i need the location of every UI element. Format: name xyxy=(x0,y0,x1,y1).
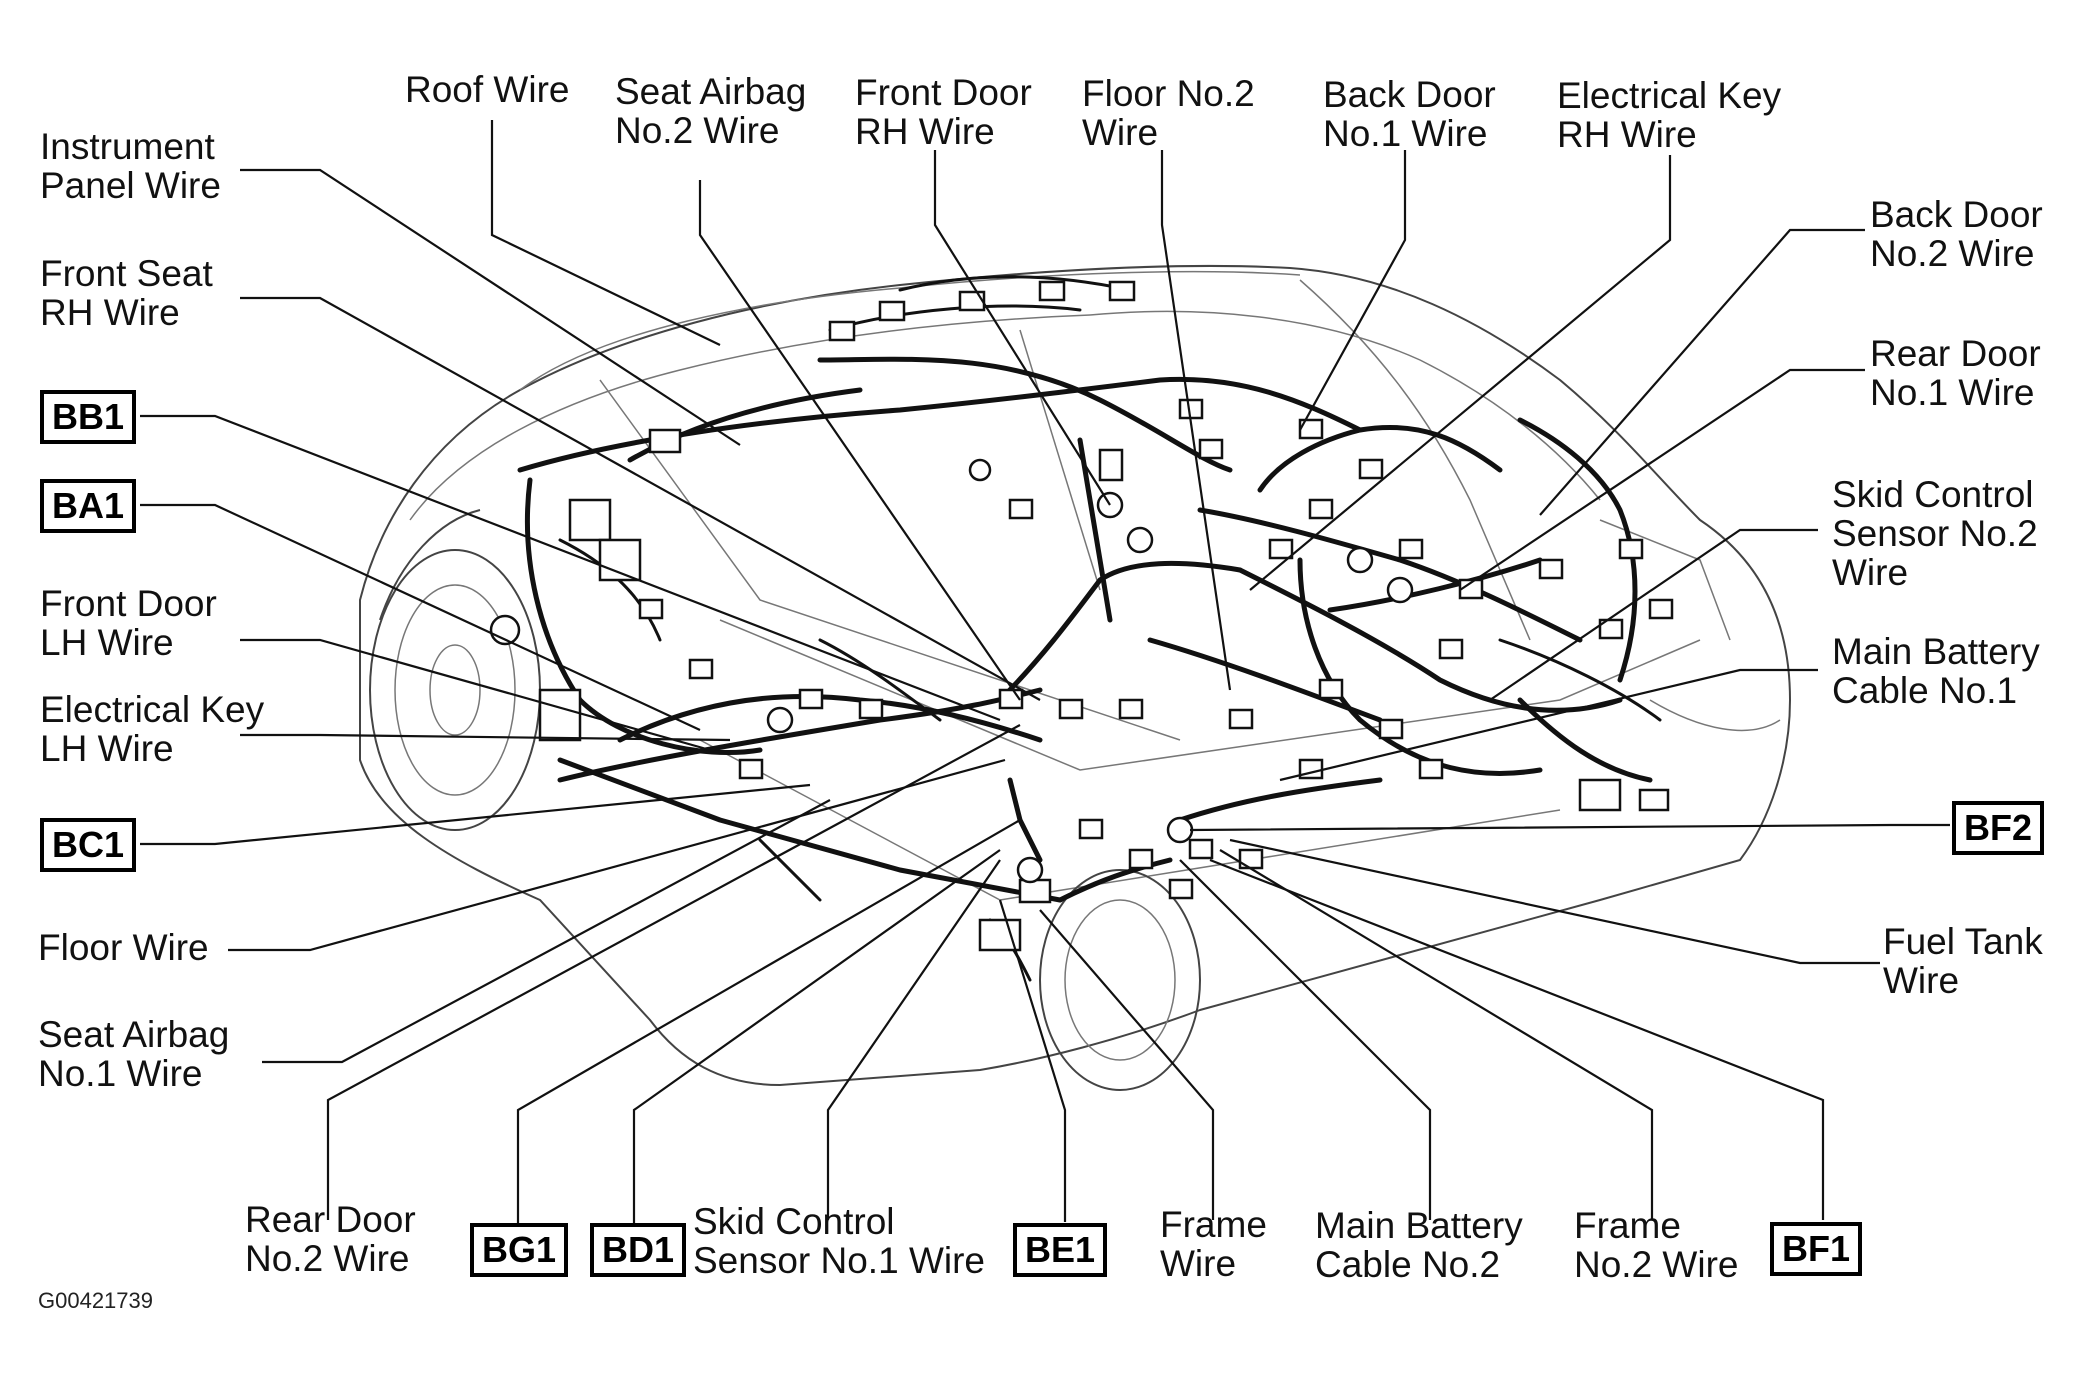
connector-bf1: BF1 xyxy=(1770,1222,1863,1276)
figure-code: G00421739 xyxy=(38,1288,153,1313)
leader-lines xyxy=(140,120,1950,1223)
label-front-seat-rh-wire: Front Seat RH Wire xyxy=(40,253,213,333)
connector-bf2: BF2 xyxy=(1952,801,2045,855)
label-main-battery-cable-no2: Main Battery Cable No.2 xyxy=(1315,1205,1523,1285)
label-skid-control-sensor-no1-wire: Skid Control Sensor No.1 Wire xyxy=(693,1201,985,1281)
connector-ba1: BA1 xyxy=(40,479,137,533)
label-frame-wire: Frame Wire xyxy=(1160,1204,1267,1284)
label-front-door-lh-wire: Front Door LH Wire xyxy=(40,583,217,663)
label-skid-control-sensor-no2-wire: Skid Control Sensor No.2 Wire xyxy=(1832,474,2038,593)
label-instrument-panel-wire: Instrument Panel Wire xyxy=(40,126,221,206)
connector-be1: BE1 xyxy=(1013,1223,1108,1277)
label-rear-door-no2-wire: Rear Door No.2 Wire xyxy=(245,1199,416,1279)
label-fuel-tank-wire: Fuel Tank Wire xyxy=(1883,921,2043,1001)
connector-bg1: BG1 xyxy=(470,1223,569,1277)
connector-blocks xyxy=(489,280,1674,952)
label-back-door-no1-wire: Back Door No.1 Wire xyxy=(1323,74,1496,154)
front-right-wheel-arch xyxy=(379,509,481,621)
rear-left-wheel xyxy=(1039,869,1201,1091)
connector-bd1: BD1 xyxy=(590,1223,687,1277)
label-roof-wire: Roof Wire xyxy=(405,69,570,110)
connector-bc1: BC1 xyxy=(40,818,137,872)
label-rear-door-no1-wire: Rear Door No.1 Wire xyxy=(1870,333,2041,413)
connector-bb1: BB1 xyxy=(40,390,137,444)
label-frame-no2-wire: Frame No.2 Wire xyxy=(1574,1205,1739,1285)
label-floor-wire: Floor Wire xyxy=(38,927,209,968)
label-floor-no2-wire: Floor No.2 Wire xyxy=(1082,73,1255,153)
label-electrical-key-rh-wire: Electrical Key RH Wire xyxy=(1557,75,1782,155)
label-back-door-no2-wire: Back Door No.2 Wire xyxy=(1870,194,2043,274)
label-electrical-key-lh-wire: Electrical Key LH Wire xyxy=(40,689,265,769)
label-main-battery-cable-no1: Main Battery Cable No.1 xyxy=(1832,631,2040,711)
label-front-door-rh-wire: Front Door RH Wire xyxy=(855,72,1032,152)
front-left-wheel xyxy=(369,549,541,831)
label-seat-airbag-no2-wire: Seat Airbag No.2 Wire xyxy=(615,71,807,151)
label-seat-airbag-no1-wire: Seat Airbag No.1 Wire xyxy=(38,1014,230,1094)
